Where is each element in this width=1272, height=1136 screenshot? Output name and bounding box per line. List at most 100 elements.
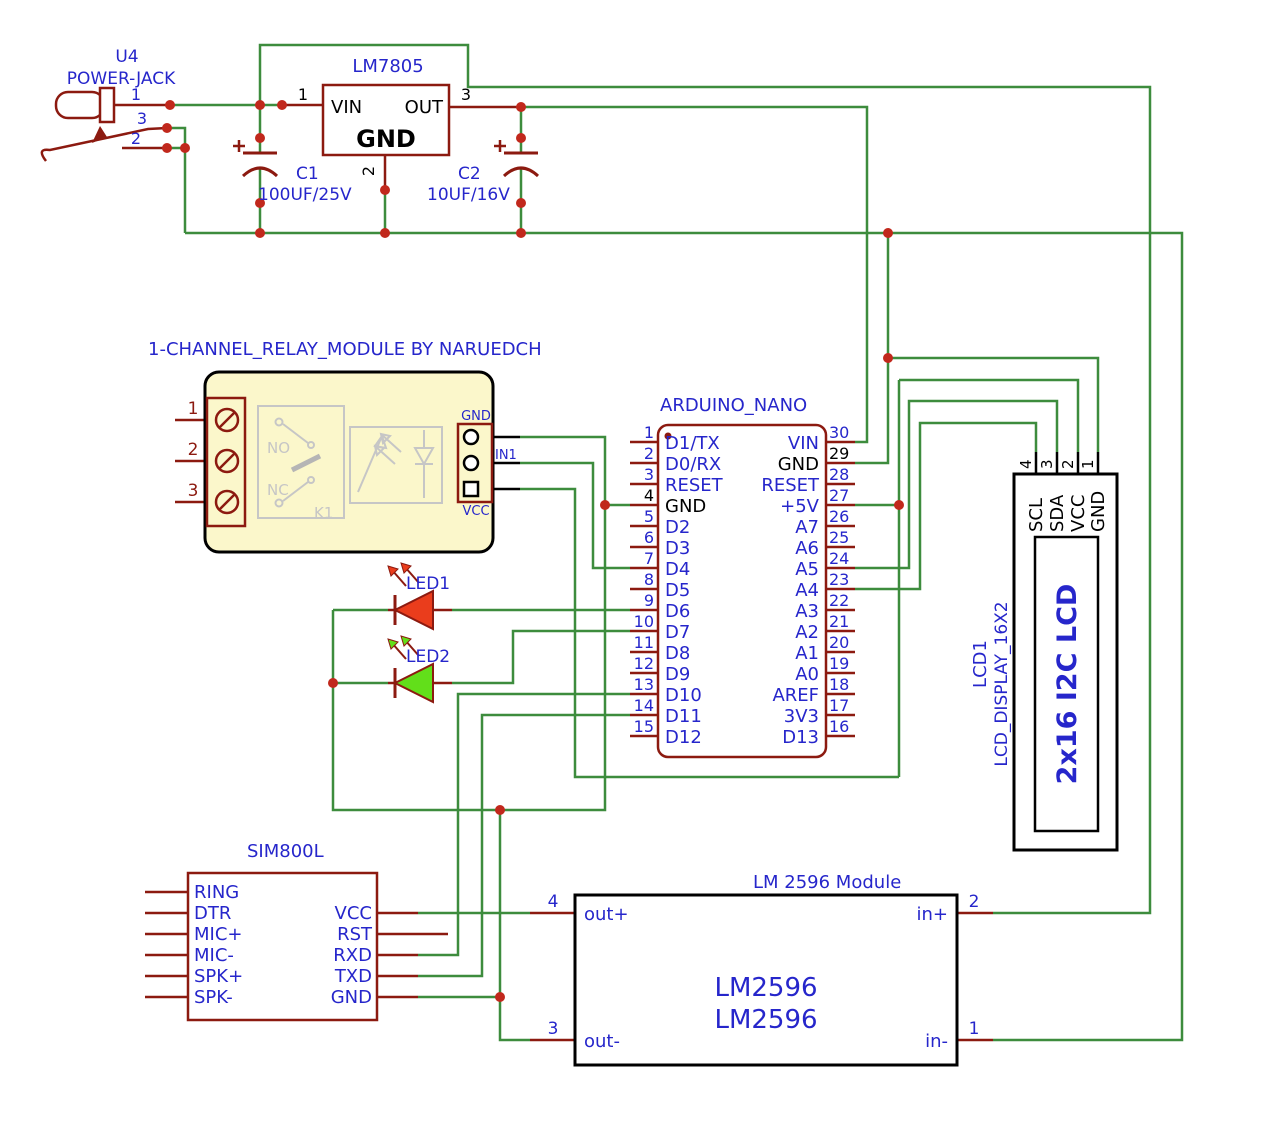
wire-d10-to-rxd bbox=[418, 692, 630, 957]
led2-symbol bbox=[387, 635, 452, 704]
relay-pin1-num: 1 bbox=[188, 399, 199, 419]
svg-text:A2: A2 bbox=[795, 622, 819, 643]
svg-text:D7: D7 bbox=[665, 622, 690, 643]
relay-ghost-symbol bbox=[257, 405, 345, 519]
svg-text:SPK-: SPK- bbox=[194, 987, 233, 1008]
c1-value: 100UF/25V bbox=[258, 185, 352, 205]
svg-text:8: 8 bbox=[644, 570, 654, 589]
svg-text:D3: D3 bbox=[665, 538, 690, 559]
relay-terminal-block bbox=[205, 396, 247, 528]
wire-gnd-to-lcd-gnd bbox=[888, 356, 1100, 452]
arduino-title: ARDUINO_NANO bbox=[660, 395, 807, 416]
svg-text:27: 27 bbox=[829, 486, 849, 505]
lm7805-symbol bbox=[321, 83, 451, 157]
arduino-right-pin-numbers: 30 29 28 27 26 25 24 23 22 21 20 19 18 1… bbox=[829, 423, 849, 736]
svg-text:7: 7 bbox=[644, 549, 654, 568]
svg-text:MIC+: MIC+ bbox=[194, 924, 243, 945]
reg-gnd-label: GND bbox=[356, 125, 416, 153]
svg-text:D9: D9 bbox=[665, 664, 690, 685]
reg-pin2-num: 2 bbox=[359, 166, 378, 176]
optocoupler-ghost-symbol bbox=[349, 426, 443, 504]
svg-text:RESET: RESET bbox=[761, 475, 820, 496]
jack-pin2-num: 2 bbox=[131, 129, 141, 148]
lm2596-outplus-label: out+ bbox=[584, 904, 629, 925]
svg-text:9: 9 bbox=[644, 591, 654, 610]
svg-text:GND: GND bbox=[331, 987, 372, 1008]
svg-text:19: 19 bbox=[829, 654, 849, 673]
lcd-pin4-num: 4 bbox=[1017, 459, 1035, 469]
relay-module bbox=[203, 370, 495, 554]
lcd-sda-label: SDA bbox=[1047, 494, 1068, 532]
svg-text:12: 12 bbox=[634, 654, 654, 673]
cap-c2-symbol bbox=[494, 140, 540, 178]
lcd-vcc-label: VCC bbox=[1068, 495, 1089, 532]
svg-text:21: 21 bbox=[829, 612, 849, 631]
svg-text:GND: GND bbox=[665, 496, 706, 517]
relay-pin3-num: 3 bbox=[188, 481, 199, 501]
wire-in1-to-d4 bbox=[520, 461, 630, 570]
relay-no-label: NO bbox=[267, 439, 290, 457]
wire-a4-to-lcd-scl bbox=[855, 421, 1038, 591]
lcd-gnd-label: GND bbox=[1088, 491, 1109, 532]
lcd-pin-lines bbox=[1034, 452, 1100, 474]
relay-conn-gnd-label: GND bbox=[461, 409, 491, 424]
wires bbox=[167, 43, 1184, 1042]
wire-a5-to-lcd-sda bbox=[855, 399, 1059, 570]
lm2596-pin4-num: 4 bbox=[548, 892, 559, 912]
lm2596-inplus-label: in+ bbox=[917, 904, 949, 925]
sim-left-pin-labels: RING DTR MIC+ MIC- SPK+ SPK- bbox=[194, 882, 243, 1008]
sim-right-pin-labels: VCC RST RXD TXD GND bbox=[331, 903, 373, 1008]
sim-title: SIM800L bbox=[247, 841, 324, 862]
wire-5v-to-relay-vcc bbox=[520, 487, 899, 779]
svg-text:22: 22 bbox=[829, 591, 849, 610]
wire-gnd-rail bbox=[185, 231, 1184, 1042]
svg-text:D11: D11 bbox=[665, 706, 702, 727]
led2-label: LED2 bbox=[406, 647, 450, 667]
led1-symbol bbox=[387, 562, 452, 631]
svg-text:AREF: AREF bbox=[772, 685, 819, 706]
arduino-left-pin-numbers: 1 2 3 4 5 6 7 8 9 10 11 12 13 14 15 bbox=[634, 423, 654, 736]
junction-dots bbox=[162, 100, 904, 1002]
svg-text:3V3: 3V3 bbox=[784, 706, 819, 727]
reg-pin1-num: 1 bbox=[298, 85, 308, 104]
svg-text:A3: A3 bbox=[795, 601, 819, 622]
svg-text:+5V: +5V bbox=[780, 496, 820, 517]
lm2596-pin3-num: 3 bbox=[548, 1019, 559, 1039]
svg-text:D8: D8 bbox=[665, 643, 690, 664]
svg-text:28: 28 bbox=[829, 465, 849, 484]
svg-text:A1: A1 bbox=[795, 643, 819, 664]
lm2596-inminus-label: in- bbox=[925, 1031, 948, 1052]
svg-text:SPK+: SPK+ bbox=[194, 966, 243, 987]
svg-text:11: 11 bbox=[634, 633, 654, 652]
svg-text:16: 16 bbox=[829, 717, 849, 736]
lm2596-line2: LM2596 bbox=[714, 1005, 817, 1035]
svg-text:5: 5 bbox=[644, 507, 654, 526]
lm2596-pin1-num: 1 bbox=[969, 1019, 980, 1039]
cap-c1-symbol bbox=[233, 140, 279, 178]
svg-text:D2: D2 bbox=[665, 517, 690, 538]
wire-d11-to-txd bbox=[418, 713, 630, 978]
lm2596-line1: LM2596 bbox=[714, 973, 817, 1003]
jack-name: POWER-JACK bbox=[67, 69, 176, 89]
sim-left-stubs bbox=[145, 890, 188, 999]
svg-text:A7: A7 bbox=[795, 517, 819, 538]
wire-5v-to-lcd-vcc bbox=[899, 378, 1080, 452]
lcd-pin2-num: 2 bbox=[1059, 459, 1077, 469]
relay-vcc-pad bbox=[462, 480, 480, 498]
svg-text:GND: GND bbox=[778, 454, 819, 475]
svg-text:D5: D5 bbox=[665, 580, 690, 601]
svg-text:D0/RX: D0/RX bbox=[665, 454, 721, 475]
svg-text:3: 3 bbox=[644, 465, 654, 484]
relay-in1-pad bbox=[462, 454, 480, 472]
lm2596-title: LM 2596 Module bbox=[753, 872, 901, 893]
svg-text:RXD: RXD bbox=[333, 945, 372, 966]
svg-text:TXD: TXD bbox=[334, 966, 372, 987]
relay-conn-vcc-label: VCC bbox=[462, 504, 489, 519]
relay-screw-terminals bbox=[214, 407, 240, 515]
jack-pin3-num: 3 bbox=[137, 109, 147, 128]
svg-text:4: 4 bbox=[644, 486, 654, 505]
arduino-pin1-marker bbox=[664, 432, 672, 440]
svg-text:VCC: VCC bbox=[335, 903, 372, 924]
svg-text:MIC-: MIC- bbox=[194, 945, 234, 966]
